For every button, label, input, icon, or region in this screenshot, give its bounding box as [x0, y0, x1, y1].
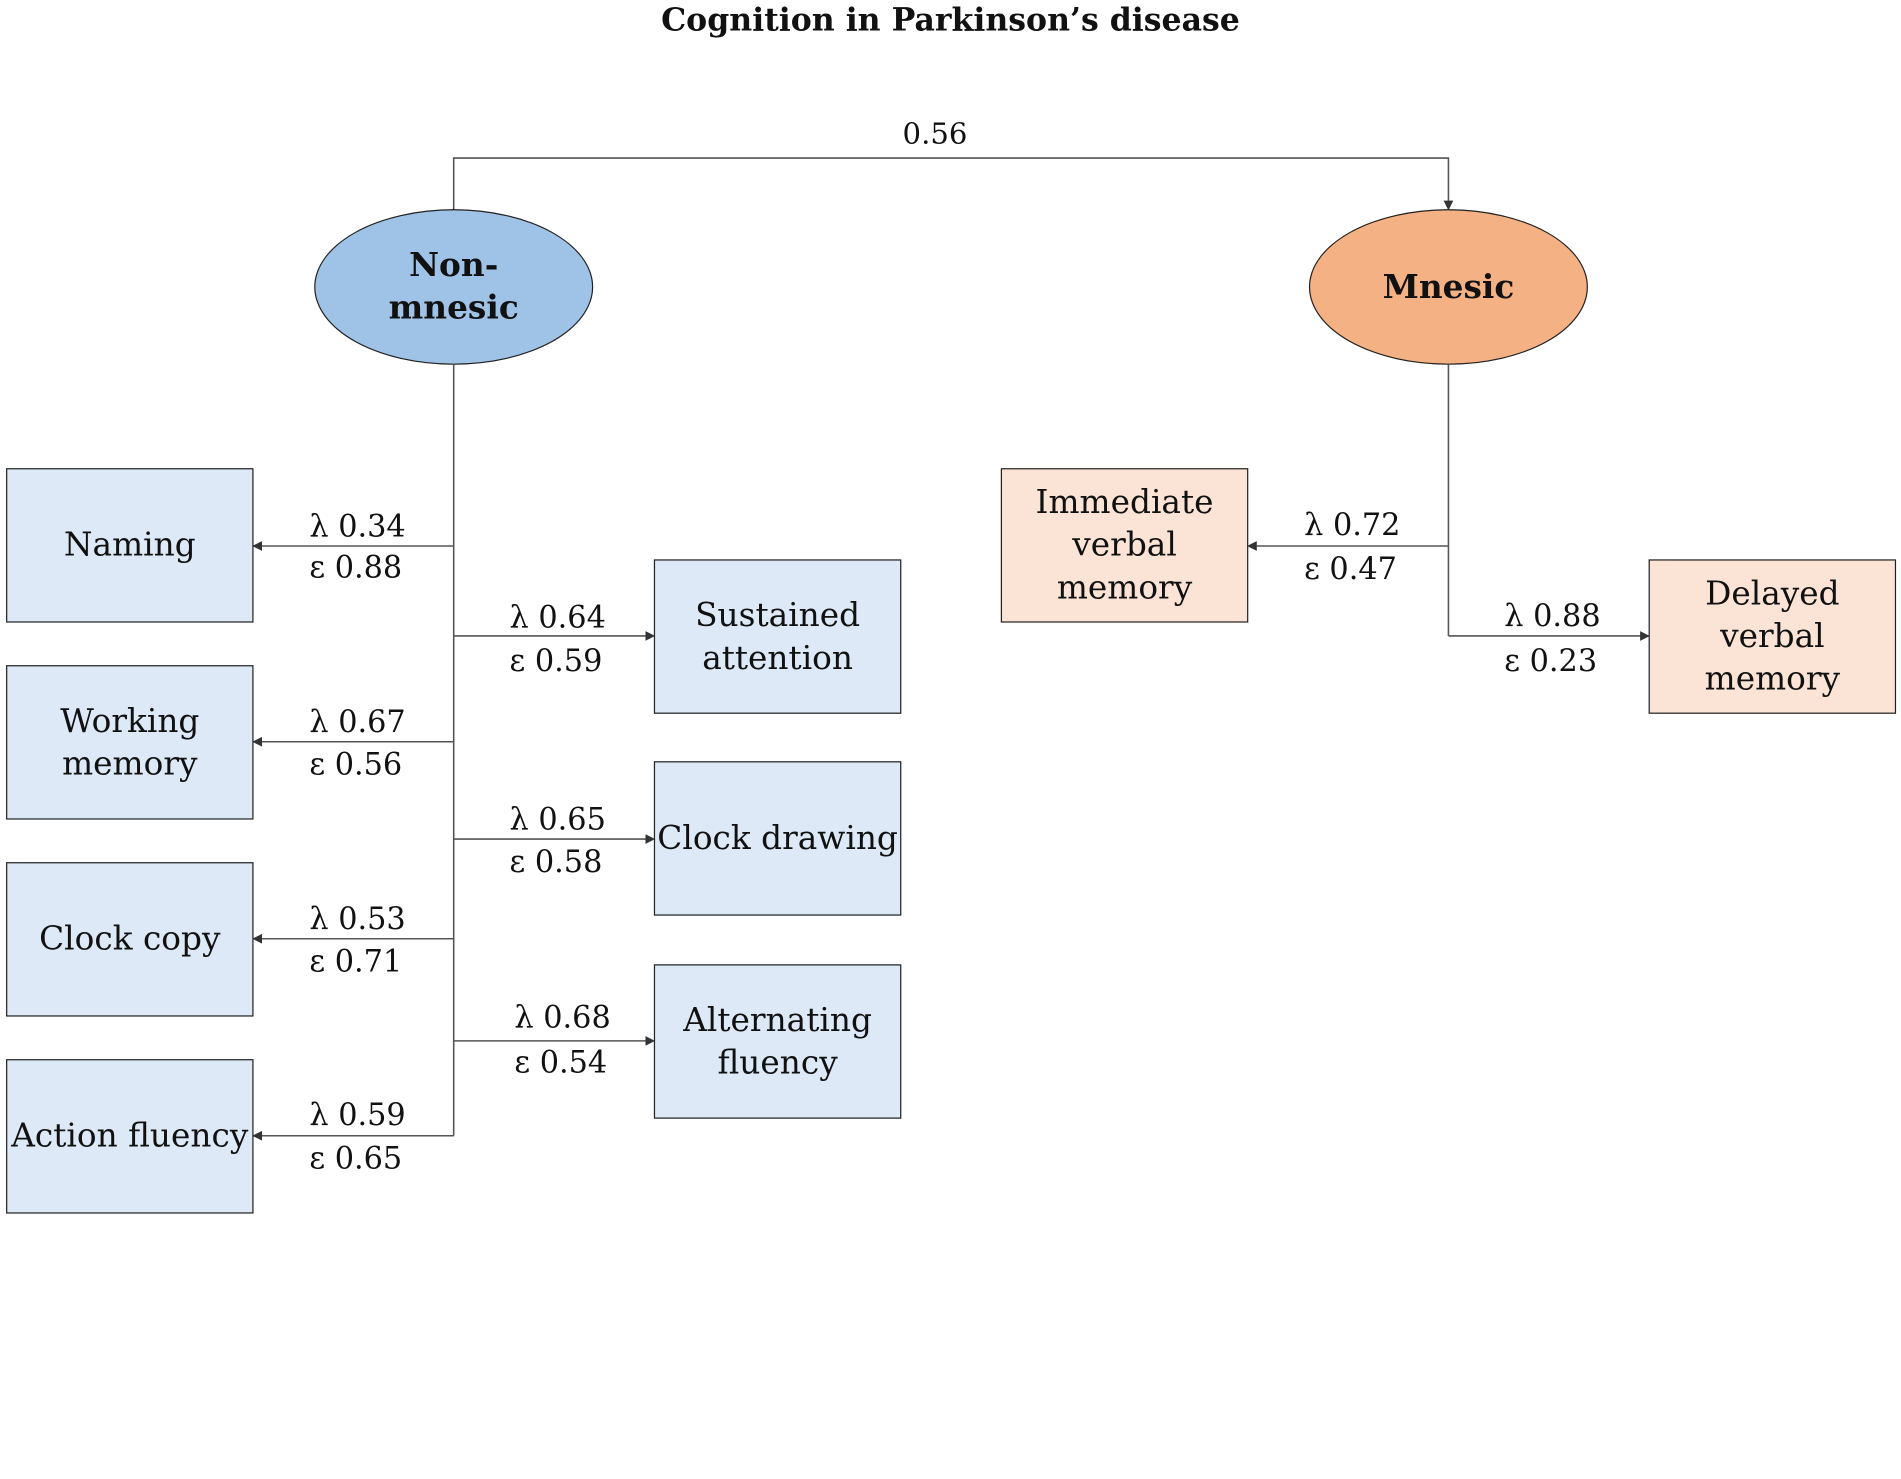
clock-drawing-lambda: λ 0.65: [509, 801, 606, 837]
action-fluency-epsilon: ε 0.65: [309, 1140, 403, 1176]
working-memory-line1: Working: [60, 702, 200, 740]
delayed-verbal-memory-line2: memory: [1704, 660, 1841, 698]
sustained-attention-line2: attention: [702, 639, 853, 677]
naming-label: Naming: [63, 526, 196, 565]
delayed-verbal-memory-epsilon: ε 0.23: [1504, 643, 1598, 679]
box-clock-copy: Clock copy: [6, 862, 254, 1017]
correlation-label: 0.56: [902, 116, 968, 151]
box-sustained-attention: Sustained attention: [653, 559, 902, 714]
alternating-fluency-epsilon: ε 0.54: [514, 1044, 608, 1080]
nonmnesic-factor: Non-mnesic: [314, 209, 594, 365]
mnesic-factor: Mnesic: [1308, 209, 1588, 365]
working-memory-epsilon: ε 0.56: [309, 746, 403, 782]
working-memory-lambda: λ 0.67: [309, 704, 406, 740]
action-fluency-lambda: λ 0.59: [309, 1096, 406, 1133]
working-memory-line2: memory: [62, 744, 198, 783]
immediate-verbal-memory-line1: Immediate: [1035, 483, 1214, 522]
box-naming: Naming: [6, 468, 254, 623]
naming-lambda: λ 0.34: [309, 508, 406, 544]
immediate-verbal-memory-lambda: λ 0.72: [1304, 507, 1401, 543]
sustained-attention-epsilon: ε 0.59: [509, 643, 603, 679]
factor-model-diagram: Cognition in Parkinson’s disease: [6, 2, 1897, 1214]
nonmnesic-line1: Non-: [409, 246, 499, 285]
box-delayed-verbal-memory: Delayed verbal memory: [1648, 559, 1897, 714]
clock-drawing-epsilon: ε 0.58: [509, 843, 603, 880]
delayed-verbal-memory-lambda: λ 0.88: [1504, 598, 1601, 634]
box-clock-drawing: Clock drawing: [653, 761, 902, 916]
clock-copy-label: Clock copy: [39, 920, 221, 959]
clock-copy-lambda: λ 0.53: [309, 901, 406, 937]
action-fluency-label: Action fluency: [11, 1117, 249, 1156]
sustained-attention-line1: Sustained: [695, 596, 861, 635]
immediate-verbal-memory-epsilon: ε 0.47: [1304, 550, 1397, 587]
box-working-memory: Working memory: [6, 665, 254, 820]
alternating-fluency-line2: fluency: [717, 1043, 838, 1082]
immediate-verbal-memory-line2: verbal memory: [1056, 526, 1193, 607]
sustained-attention-lambda: λ 0.64: [509, 599, 606, 635]
clock-copy-epsilon: ε 0.71: [309, 943, 403, 979]
alternating-fluency-lambda: λ 0.68: [514, 999, 611, 1035]
box-action-fluency: Action fluency: [6, 1059, 254, 1214]
box-immediate-verbal-memory: Immediate verbal memory: [1000, 468, 1249, 623]
covariance-line: [448, 157, 1454, 218]
delayed-verbal-memory-line1: Delayed verbal: [1705, 575, 1840, 656]
alternating-fluency-line1: Alternating: [683, 1001, 872, 1040]
connector-lines: [252, 157, 1650, 1141]
mnesic-label: Mnesic: [1382, 268, 1515, 306]
nonmnesic-line2: mnesic: [388, 289, 519, 328]
diagram-title: Cognition in Parkinson’s disease: [661, 2, 1240, 39]
clock-drawing-label: Clock drawing: [657, 819, 898, 858]
naming-epsilon: ε 0.88: [309, 549, 403, 585]
